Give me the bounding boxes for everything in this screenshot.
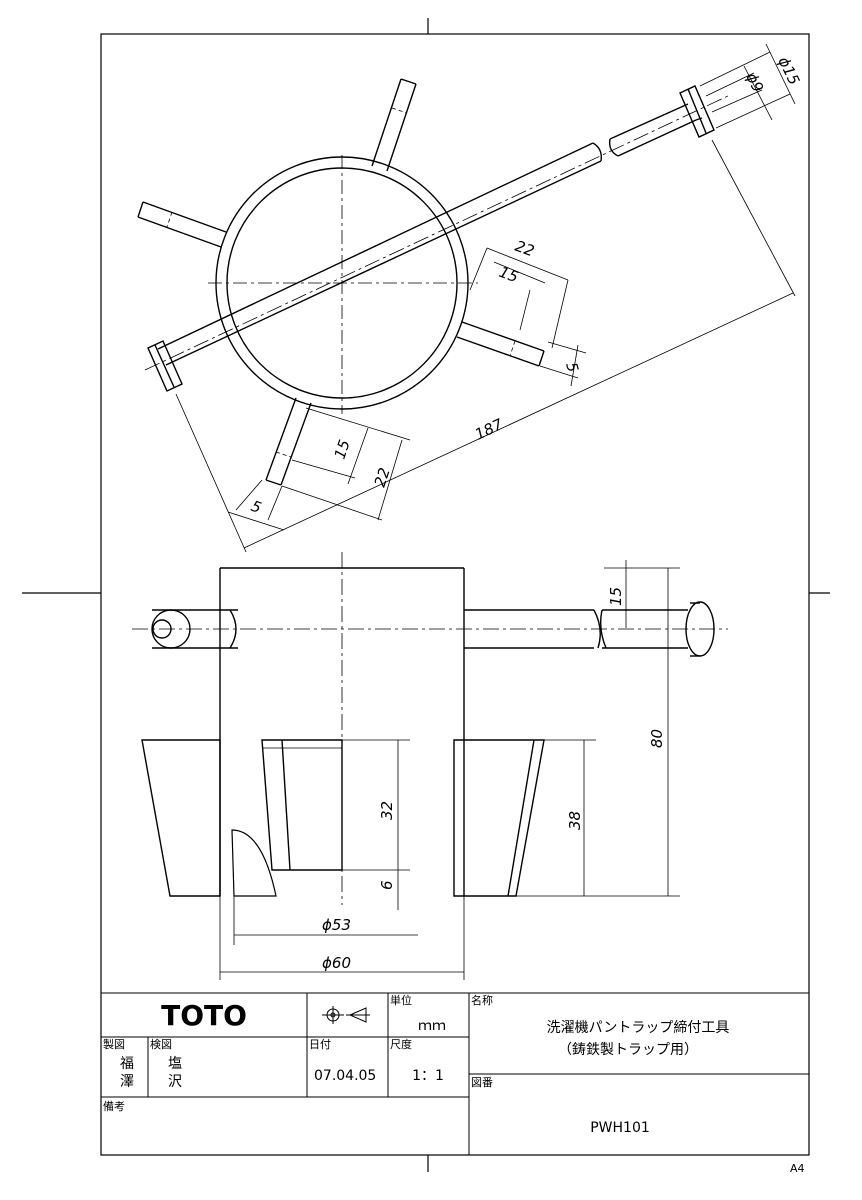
side-view-dimensions	[219, 560, 680, 980]
side-view	[132, 552, 728, 905]
drawn-by-1: 福	[120, 1056, 134, 1072]
unit-value: ｍｍ	[418, 1018, 446, 1034]
cutaway	[231, 829, 277, 897]
side-view-dimension-labels: 15 80 32 6 38 ϕ53 ϕ60	[322, 587, 666, 972]
dim-22-bottom: 22	[371, 466, 394, 490]
sheet-frame	[22, 18, 830, 1172]
dim-5-right: 5	[562, 360, 582, 374]
checked-by-1: 塩	[168, 1056, 182, 1072]
dim-32: 32	[378, 801, 396, 820]
dim-38: 38	[566, 811, 584, 830]
drawn-by-2: 澤	[120, 1074, 134, 1090]
name-line-2: （鋳鉄製トラップ用）	[558, 1041, 698, 1058]
top-view	[137, 78, 731, 486]
top-view-dimensions	[175, 43, 796, 553]
scale-value: 1：1	[412, 1068, 444, 1084]
remarks-label: 備考	[103, 1100, 125, 1113]
prong-left-side	[141, 739, 221, 897]
title-block	[101, 992, 809, 1155]
dim-15-top: 15	[497, 263, 521, 286]
dim-phi60: ϕ60	[322, 954, 351, 972]
drawing-number: PWH101	[590, 1120, 650, 1136]
name-line-1: 洗濯機パントラップ締付工具	[547, 1019, 730, 1036]
dim-phi53: ϕ53	[322, 916, 351, 934]
dim-22-top: 22	[513, 237, 537, 260]
prong-middle-side	[261, 739, 343, 871]
prong-bottom	[265, 397, 312, 486]
top-view-dimension-labels: ϕ15 ϕ9 22 15 5 187 15 22 5	[249, 54, 804, 517]
dim-phi9: ϕ9	[742, 70, 767, 95]
dim-187: 187	[472, 415, 506, 444]
drawn-label: 製図	[103, 1037, 125, 1051]
dim-15-side: 15	[607, 587, 625, 606]
dim-5-left: 5	[249, 497, 264, 517]
title-block-text: TOTO 単位 ｍｍ 名称 洗濯機パントラップ締付工具 （鋳鉄製トラップ用） 製…	[103, 993, 805, 1175]
sheet-size: A4	[790, 1162, 805, 1175]
dim-6: 6	[378, 880, 396, 890]
unit-label: 単位	[390, 993, 412, 1007]
name-label: 名称	[471, 993, 493, 1007]
dim-15-bottom: 15	[331, 438, 354, 462]
scale-label: 尺度	[390, 1037, 412, 1051]
handle-bar	[144, 85, 731, 392]
company-logo: TOTO	[161, 999, 247, 1032]
dim-80: 80	[648, 729, 666, 748]
date-value: 07.04.05	[314, 1068, 376, 1084]
checked-label: 検図	[150, 1037, 172, 1051]
drawing-number-label: 図番	[471, 1076, 493, 1089]
prong-right	[456, 321, 545, 367]
date-label: 日付	[309, 1038, 331, 1051]
prong-left	[137, 201, 227, 248]
prong-top	[371, 78, 417, 172]
checked-by-2: 沢	[168, 1074, 182, 1090]
projection-symbol-icon	[322, 1006, 370, 1024]
